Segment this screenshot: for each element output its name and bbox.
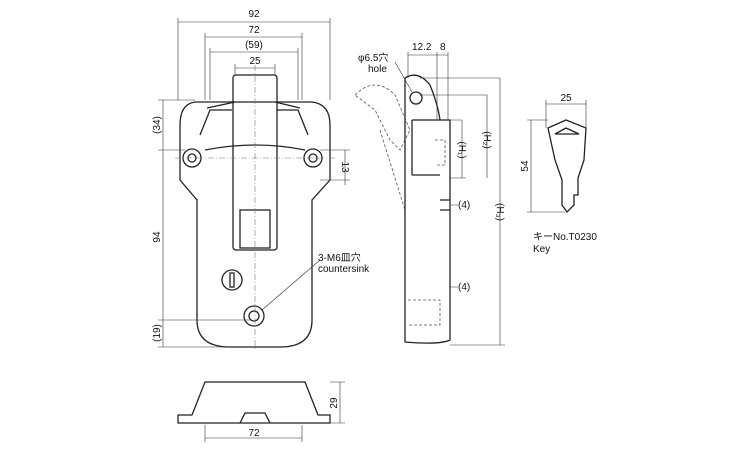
dim-72: 72 [248,25,260,36]
countersink-label-jp: 3-M6皿穴 [318,251,361,264]
dim-gap-top: (4) [458,200,470,211]
dim-94: 94 [152,231,163,243]
key-dim-25: 25 [560,93,572,104]
dim-8: 8 [440,42,446,53]
dim-72-bottom: 72 [248,428,260,439]
countersink-label-en: countersink [318,264,370,275]
dim-92: 92 [248,9,260,20]
bottom-view [177,381,345,442]
dim-12-2: 12.2 [412,42,432,53]
key-label: Key [533,244,550,255]
front-view [158,18,350,350]
dim-34: (34) [152,116,163,134]
key-drawing [527,100,587,214]
dim-h3: (H₃) [494,203,505,221]
dim-13: 13 [339,161,350,173]
dim-h2: (H₂) [481,131,492,149]
dim-h1: (H₁) [456,141,467,158]
side-view [354,52,505,346]
key-number-label: キーNo.T0230 [533,232,597,243]
hole-label-en: hole [368,64,387,75]
dim-19: (19) [152,324,163,342]
dim-gap-bottom: (4) [458,282,470,293]
hole-label-jp: φ6.5穴 [358,51,388,64]
dim-59: (59) [245,40,263,51]
dim-29: 29 [329,397,340,409]
dim-25: 25 [249,56,261,67]
key-dim-54: 54 [520,160,531,172]
